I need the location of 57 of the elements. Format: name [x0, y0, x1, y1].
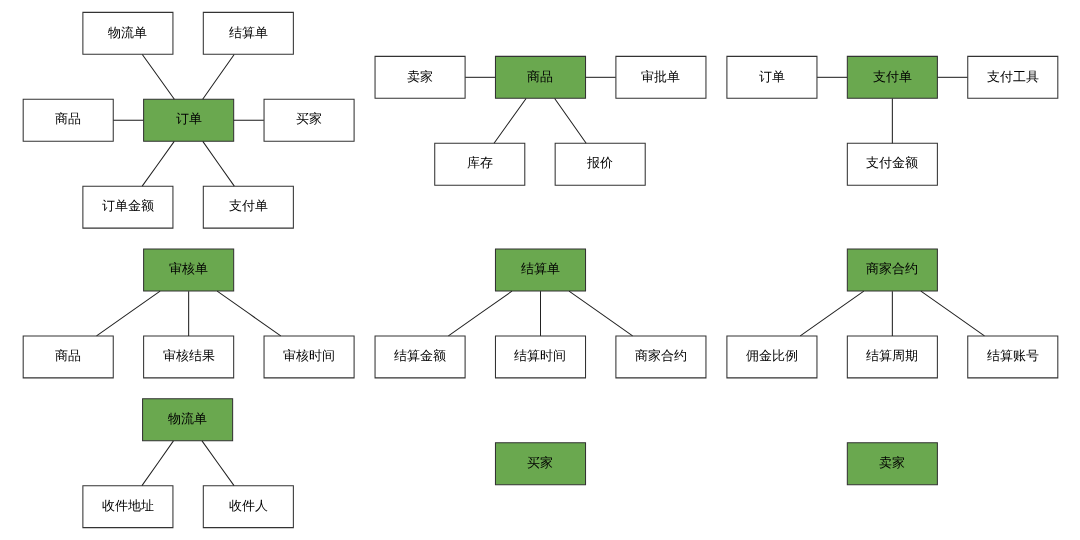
- connector: [216, 290, 281, 337]
- node-box: 审核结果: [142, 335, 234, 379]
- connector: [187, 290, 189, 337]
- connector: [141, 53, 175, 100]
- node-box: 审批单: [614, 55, 706, 99]
- node-box: 订单: [142, 98, 234, 142]
- connector: [112, 119, 144, 121]
- node-box: 收件地址: [81, 485, 173, 529]
- connector: [201, 140, 235, 187]
- node-box: 支付单: [846, 55, 938, 99]
- node-box: 买家: [494, 442, 586, 486]
- node-box: 结算单: [202, 11, 294, 55]
- connector: [200, 440, 235, 487]
- connector: [799, 290, 864, 337]
- connector: [464, 76, 496, 78]
- connector: [568, 290, 633, 337]
- connector: [447, 290, 512, 337]
- node-box: 商品: [494, 55, 586, 99]
- node-box: 支付金额: [846, 142, 938, 186]
- node-box: 商家合约: [614, 335, 706, 379]
- node-box: 买家: [263, 98, 355, 142]
- connector: [95, 290, 161, 337]
- node-box: 佣金比例: [725, 335, 817, 379]
- node-box: 审核时间: [263, 335, 355, 379]
- node-box: 结算账号: [966, 335, 1058, 379]
- connector: [140, 440, 174, 487]
- node-box: 库存: [433, 142, 525, 186]
- connector: [493, 97, 527, 144]
- node-box: 卖家: [374, 55, 466, 99]
- connector: [584, 76, 616, 78]
- connector: [141, 140, 175, 187]
- node-box: 结算金额: [374, 335, 466, 379]
- node-box: 卖家: [846, 442, 938, 486]
- node-box: 结算单: [494, 248, 586, 292]
- connector: [201, 53, 235, 100]
- node-box: 物流单: [81, 11, 173, 55]
- connector: [232, 119, 264, 121]
- connector: [816, 76, 848, 78]
- node-box: 收件人: [202, 485, 294, 529]
- node-box: 商家合约: [846, 248, 938, 292]
- connector: [891, 290, 893, 337]
- connector: [539, 290, 541, 337]
- connector: [891, 97, 893, 144]
- node-box: 物流单: [141, 398, 233, 442]
- node-box: 订单金额: [81, 185, 173, 229]
- connector: [919, 290, 985, 337]
- node-box: 支付工具: [966, 55, 1058, 99]
- node-box: 结算周期: [846, 335, 938, 379]
- connector: [553, 97, 587, 144]
- node-box: 商品: [22, 335, 114, 379]
- node-box: 结算时间: [494, 335, 586, 379]
- node-box: 订单: [725, 55, 817, 99]
- connector: [936, 76, 968, 78]
- node-box: 审核单: [142, 248, 234, 292]
- node-box: 支付单: [202, 185, 294, 229]
- node-box: 商品: [22, 98, 114, 142]
- node-box: 报价: [554, 142, 646, 186]
